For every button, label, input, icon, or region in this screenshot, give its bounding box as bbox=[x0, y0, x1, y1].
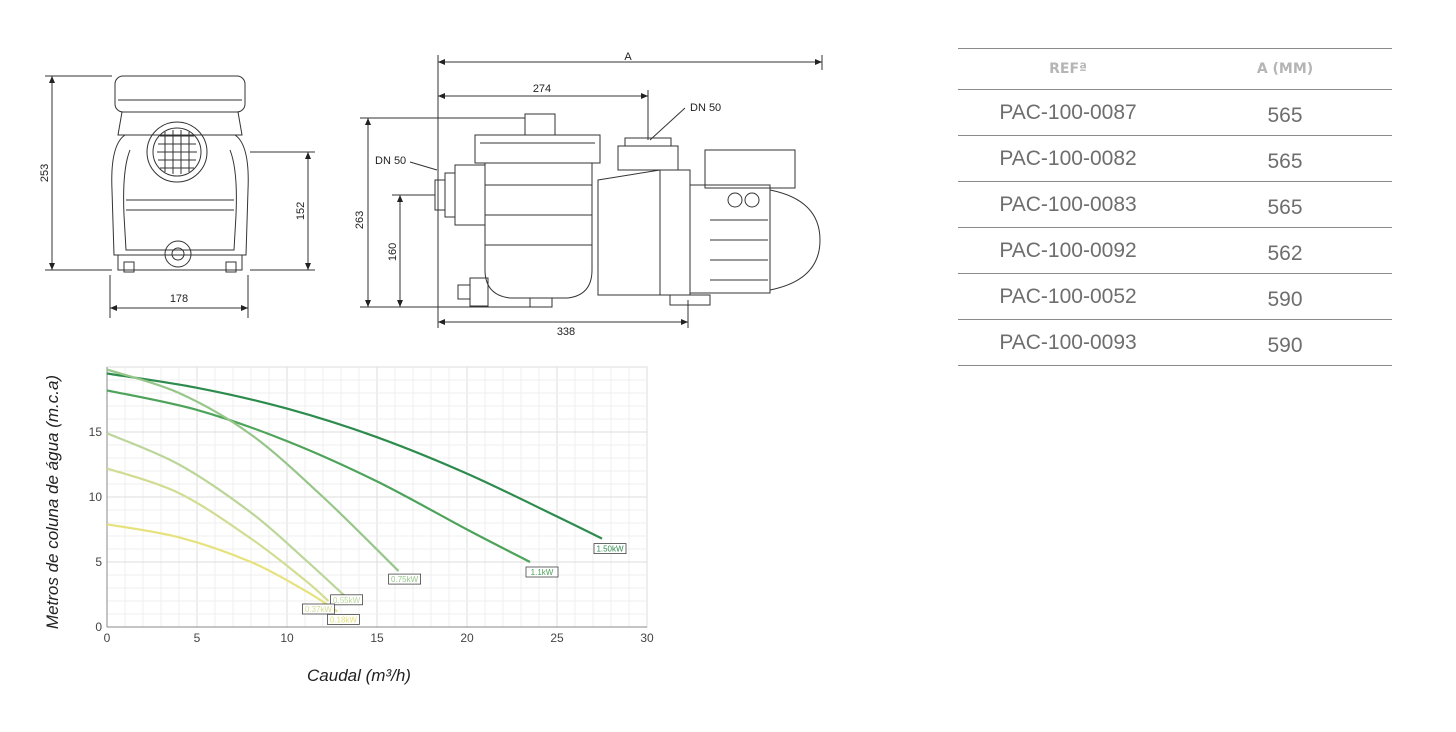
series-line-0.37kW bbox=[106, 467, 330, 602]
series-label-box bbox=[525, 566, 559, 578]
x-tick-label: 0 bbox=[104, 631, 111, 645]
column-header-a-mm: A (MM) bbox=[1178, 48, 1392, 90]
front-width: 178 bbox=[170, 293, 188, 305]
ref-cell: PAC-100-0052 bbox=[958, 273, 1178, 320]
x-tick-label: 5 bbox=[194, 631, 201, 645]
side-view-drawing bbox=[360, 55, 823, 328]
y-tick-label: 5 bbox=[95, 555, 102, 569]
series-label: 0.55kW bbox=[333, 596, 361, 605]
ref-cell: PAC-100-0093 bbox=[958, 319, 1178, 366]
ref-cell: PAC-100-0092 bbox=[958, 227, 1178, 274]
series-label-box bbox=[301, 603, 335, 615]
table-header-row: REFª A (MM) bbox=[958, 48, 1392, 90]
x-axis-label: Caudal (m³/h) bbox=[307, 666, 411, 685]
series-line-0.75kW bbox=[106, 368, 400, 572]
ref-cell: PAC-100-0087 bbox=[958, 89, 1178, 136]
series-label: 0.75kW bbox=[391, 575, 419, 584]
series-line-0.18kW bbox=[106, 523, 338, 613]
column-header-ref: REFª bbox=[958, 48, 1178, 90]
inlet-dn-label: DN 50 bbox=[375, 155, 406, 167]
series-label-box bbox=[330, 594, 364, 606]
side-height-total: 263 bbox=[354, 211, 366, 229]
chart-series bbox=[106, 368, 603, 613]
x-tick-label: 25 bbox=[550, 631, 564, 645]
pump-dimension-drawings: 253 152 178 A 274 DN 50 DN 50 263 160 33… bbox=[39, 51, 823, 338]
a-mm-cell: 590 bbox=[1178, 273, 1392, 320]
x-tick-label: 15 bbox=[370, 631, 384, 645]
series-line-1.50kW bbox=[106, 372, 603, 540]
side-height-inlet: 160 bbox=[387, 243, 399, 261]
front-height-outlet: 152 bbox=[295, 202, 307, 220]
side-base-length: 338 bbox=[557, 326, 575, 338]
series-label: 1.50kW bbox=[596, 545, 624, 554]
a-mm-cell: 565 bbox=[1178, 135, 1392, 182]
series-label-box bbox=[593, 543, 627, 555]
a-mm-cell: 562 bbox=[1178, 227, 1392, 274]
y-tick-label: 10 bbox=[89, 490, 103, 504]
a-mm-cell: 590 bbox=[1178, 319, 1392, 366]
side-overall-length: A bbox=[624, 51, 632, 63]
x-tick-label: 20 bbox=[460, 631, 474, 645]
ref-cell: PAC-100-0082 bbox=[958, 135, 1178, 182]
series-label: 0.18kW bbox=[330, 615, 358, 624]
y-axis-label: Metros de coluna de água (m.c.a) bbox=[43, 375, 62, 629]
front-height-total: 253 bbox=[39, 164, 51, 182]
outlet-dn-label: DN 50 bbox=[690, 102, 721, 114]
x-tick-label: 30 bbox=[640, 631, 654, 645]
y-tick-label: 15 bbox=[89, 425, 103, 439]
series-label: 1.1kW bbox=[531, 568, 554, 577]
series-label-box bbox=[388, 573, 422, 585]
series-label-box bbox=[326, 613, 360, 625]
series-label: 0.37kW bbox=[305, 605, 333, 614]
a-mm-cell: 565 bbox=[1178, 181, 1392, 228]
series-line-0.55kW bbox=[106, 432, 346, 597]
y-axis-ticks: 0 5 10 15 bbox=[89, 425, 103, 634]
series-line-1.1kW bbox=[106, 389, 531, 563]
a-mm-cell: 565 bbox=[1178, 89, 1392, 136]
front-view-drawing bbox=[45, 75, 315, 318]
ref-cell: PAC-100-0083 bbox=[958, 181, 1178, 228]
y-tick-label: 0 bbox=[95, 620, 102, 634]
side-to-outlet: 274 bbox=[533, 83, 551, 95]
x-tick-label: 10 bbox=[280, 631, 294, 645]
pump-performance-chart: 0 5 10 15 20 25 30 0 5 10 15 1.50kW 1.1kW 0.75kW 0.5… bbox=[43, 366, 654, 685]
x-axis-ticks: 0 5 10 15 20 25 30 bbox=[104, 631, 654, 645]
